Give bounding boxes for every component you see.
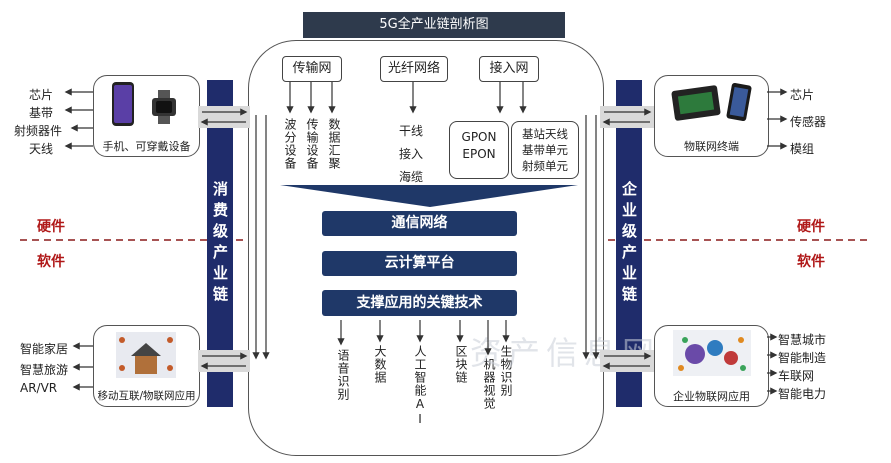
tech-item: 人工智能AI [413, 345, 427, 427]
tech-item: 机器视觉 [482, 358, 496, 410]
enterprise-iot-icon [673, 330, 751, 376]
left-bottom-item: 智慧旅游 [20, 363, 69, 377]
section-hardware-left: 硬件 [37, 219, 65, 235]
consumer-device-caption: 手机、可穿戴设备 [102, 140, 191, 153]
section-software-right: 软件 [797, 254, 825, 270]
pon-box: GPON EPON [449, 121, 509, 179]
left-top-item: 天线 [29, 142, 54, 156]
transport-item: 传输设备 [305, 118, 319, 170]
fiber-network-box: 光纤网络 [380, 56, 448, 82]
consumer-app-caption: 移动互联/物联网应用 [97, 390, 196, 402]
layer-key-tech: 支撑应用的关键技术 [322, 290, 517, 316]
right-bottom-item: 智慧城市 [778, 333, 827, 347]
tech-item: 语音识别 [336, 349, 350, 401]
base-station-item: 射频单元 [522, 159, 568, 173]
tech-item: 生物识别 [499, 345, 513, 397]
right-bottom-item: 车联网 [778, 369, 815, 383]
access-network-box: 接入网 [479, 56, 539, 82]
phone-watch-icon [112, 82, 176, 126]
fiber-item: 干线 [399, 124, 424, 138]
funnel-arrow [280, 185, 578, 207]
left-top-item: 射频器件 [14, 124, 63, 138]
right-bottom-item: 智能制造 [778, 351, 827, 365]
left-bottom-item: AR/VR [20, 381, 58, 395]
consumer-app-box: 移动互联/物联网应用 [93, 325, 200, 407]
right-bottom-item: 智能电力 [778, 387, 827, 401]
fiber-item: 接入 [399, 147, 424, 161]
left-top-item: 基带 [29, 106, 54, 120]
diagram-title: 5G全产业链剖析图 [303, 12, 565, 38]
layer-cloud: 云计算平台 [322, 251, 517, 276]
enterprise-app-box: 企业物联网应用 [654, 325, 769, 407]
consumer-device-box: 手机、可穿戴设备 [93, 75, 200, 157]
iot-terminal-box: 物联网终端 [654, 75, 769, 157]
layer-communication: 通信网络 [322, 211, 517, 236]
section-software-left: 软件 [37, 254, 65, 270]
transport-item: 波分设备 [283, 118, 297, 170]
iot-terminal-icon [671, 83, 752, 121]
right-top-item: 传感器 [790, 115, 827, 129]
transport-network-box: 传输网 [282, 56, 342, 82]
right-top-item: 芯片 [790, 88, 815, 102]
consumer-chain-bar: 消费级产业链 [207, 80, 233, 407]
enterprise-app-caption: 企业物联网应用 [673, 390, 750, 403]
transport-item: 数据汇聚 [327, 118, 341, 170]
tech-item: 大数据 [373, 345, 387, 384]
base-station-box: 基站天线 基带单元 射频单元 [511, 121, 579, 179]
left-bottom-item: 智能家居 [20, 342, 69, 356]
section-hardware-right: 硬件 [797, 219, 825, 235]
base-station-item: 基带单元 [522, 143, 568, 157]
right-top-item: 模组 [790, 142, 815, 156]
iot-terminal-caption: 物联网终端 [684, 140, 739, 153]
watermark-text: 资产信息网 [470, 334, 661, 372]
pon-item: EPON [462, 147, 496, 161]
smart-home-icon [116, 332, 176, 378]
tech-item: 区块链 [454, 345, 468, 384]
core-network-panel [248, 40, 604, 456]
base-station-item: 基站天线 [522, 127, 568, 141]
fiber-item: 海缆 [399, 170, 424, 184]
left-top-item: 芯片 [29, 88, 54, 102]
pon-item: GPON [461, 130, 497, 144]
